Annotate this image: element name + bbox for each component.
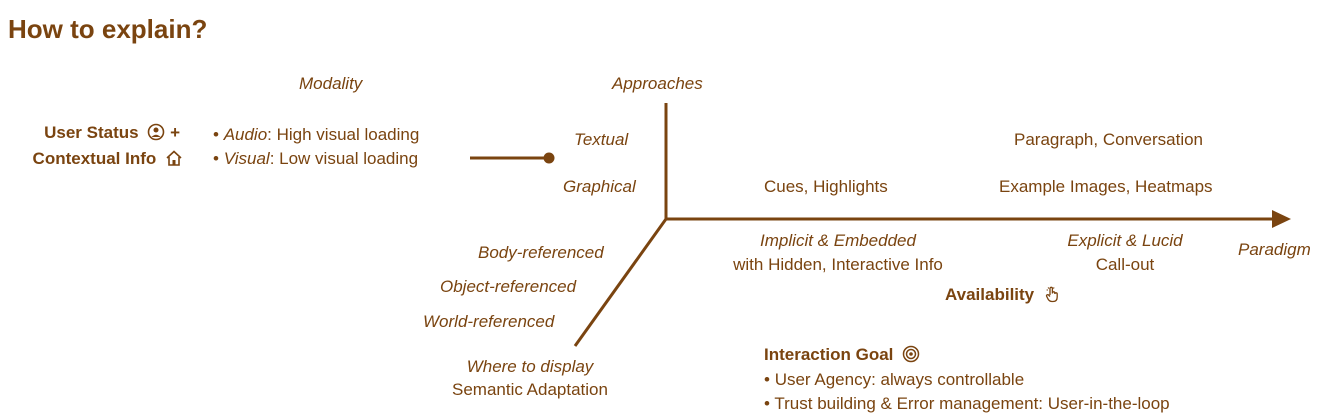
modality-item-audio: • Audio: High visual loading <box>213 125 420 144</box>
display-axis <box>573 218 668 347</box>
display-body-referenced: Body-referenced <box>478 243 604 262</box>
page-title: How to explain? <box>8 14 208 44</box>
home-icon <box>165 149 183 167</box>
modality-item-visual: • Visual: Low visual loading <box>213 149 419 168</box>
contextual-info-label: Contextual Info <box>32 149 157 168</box>
modality-desc: : Low visual loading <box>269 149 419 168</box>
display-object-referenced: Object-referenced <box>440 277 577 296</box>
display-world-referenced: World-referenced <box>423 312 555 331</box>
user-status-line1: User Status + <box>44 123 180 143</box>
modality-term: Audio <box>223 125 268 144</box>
paradigm-arrowhead <box>1272 210 1291 228</box>
availability: Availability <box>945 285 1061 305</box>
user-status-label: User Status <box>44 123 139 142</box>
paradigm-axis-label: Paradigm <box>1238 240 1311 259</box>
user-status-plus: + <box>170 123 180 142</box>
interaction-goal-item: • User Agency: always controllable <box>764 370 1025 389</box>
interaction-goal-item: • Trust building & Error management: Use… <box>764 394 1170 413</box>
interaction-goal-label: Interaction Goal <box>764 345 894 364</box>
modality-term: Visual <box>223 149 270 168</box>
paradigm-paragraph-conversation: Paragraph, Conversation <box>1014 130 1204 149</box>
modality-desc: : High visual loading <box>267 125 420 144</box>
pointer-hand-icon <box>1043 285 1061 303</box>
approaches-header: Approaches <box>612 74 703 93</box>
paradigm-hidden-info: with Hidden, Interactive Info <box>733 255 943 274</box>
paradigm-example-images: Example Images, Heatmaps <box>999 177 1213 196</box>
user-circle-icon <box>147 123 165 141</box>
display-axis-label: Where to display <box>466 357 594 376</box>
paradigm-callout: Call-out <box>1095 255 1155 274</box>
modality-header: Modality <box>299 74 363 93</box>
paradigm-explicit: Explicit & Lucid <box>1067 231 1183 250</box>
paradigm-implicit: Implicit & Embedded <box>760 231 916 250</box>
approach-textual: Textual <box>574 130 629 149</box>
interaction-goal: Interaction Goal <box>764 345 920 365</box>
modality-connector-dot <box>543 152 555 164</box>
display-semantic-adaptation: Semantic Adaptation <box>452 380 608 399</box>
target-icon <box>902 345 920 363</box>
user-status-line2: Contextual Info <box>33 149 183 169</box>
paradigm-cues-highlights: Cues, Highlights <box>764 177 888 196</box>
availability-label: Availability <box>945 285 1035 304</box>
approach-graphical: Graphical <box>563 177 636 196</box>
